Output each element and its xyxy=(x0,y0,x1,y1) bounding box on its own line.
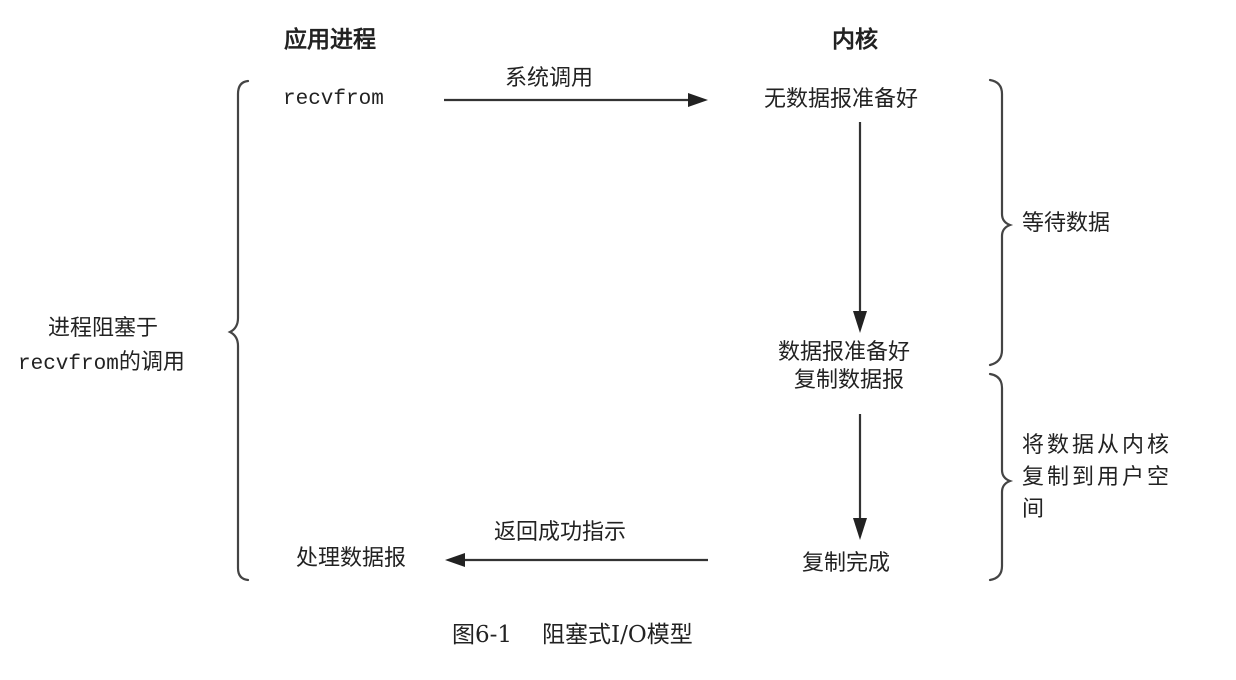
wait-arrow xyxy=(853,122,867,333)
copy-arrow xyxy=(853,414,867,540)
kernel-header: 内核 xyxy=(832,27,878,53)
wait-brace xyxy=(988,78,1014,367)
no-datagram-ready: 无数据报准备好 xyxy=(764,87,919,112)
process-datagram-label: 处理数据报 xyxy=(296,546,407,571)
blocked-label-line2: recvfrom的调用 xyxy=(18,350,185,378)
copy-brace xyxy=(988,372,1014,582)
app-process-header: 应用进程 xyxy=(284,27,376,53)
figure-title: 阻塞式I/O模型 xyxy=(542,622,693,648)
return-arrow xyxy=(445,553,708,567)
datagram-ready: 数据报准备好 xyxy=(778,340,911,365)
copy-to-user-label: 将数据从内核复制到用户空间 xyxy=(1022,433,1173,522)
blocked-brace xyxy=(227,79,250,582)
blocked-label-tail: 的调用 xyxy=(118,350,185,375)
figure-caption: 图6-1 阻塞式I/O模型 xyxy=(452,622,693,648)
blocked-label-line1: 进程阻塞于 xyxy=(48,316,159,341)
recvfrom-call: recvfrom xyxy=(283,88,384,111)
copy-complete: 复制完成 xyxy=(802,551,891,576)
blocked-label-recvfrom: recvfrom xyxy=(18,353,119,376)
copy-datagram: 复制数据报 xyxy=(794,368,905,393)
return-success-label: 返回成功指示 xyxy=(494,520,627,545)
wait-for-data-label: 等待数据 xyxy=(1022,211,1111,236)
figure-number: 图6-1 xyxy=(452,622,513,648)
syscall-arrow xyxy=(444,93,708,107)
syscall-label: 系统调用 xyxy=(505,66,594,91)
